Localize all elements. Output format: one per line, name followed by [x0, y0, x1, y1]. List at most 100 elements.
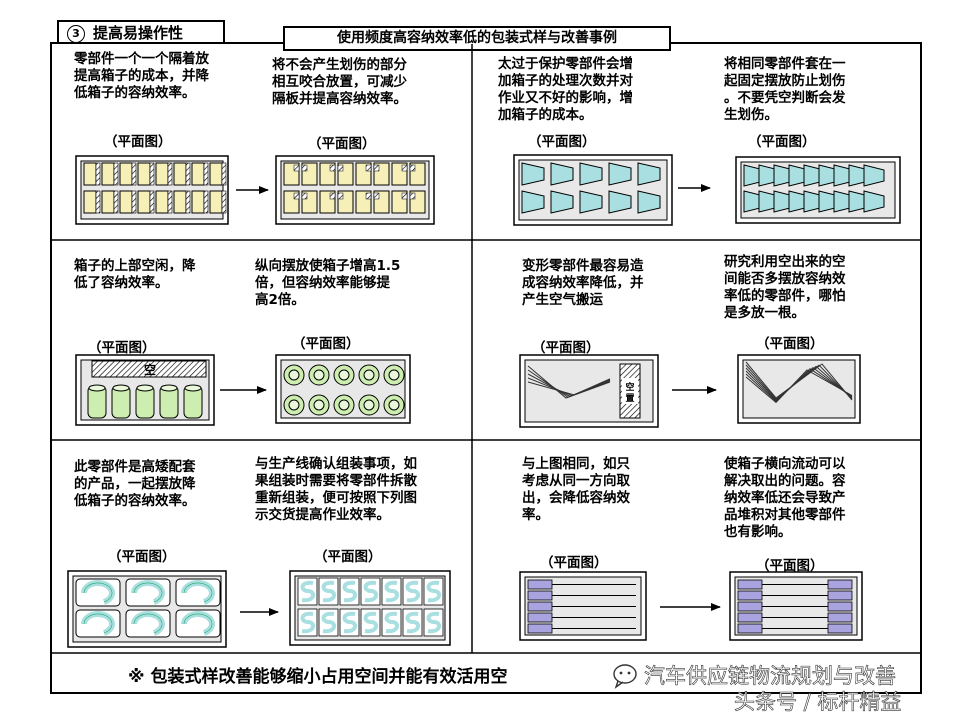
- bent-rod: [745, 369, 853, 404]
- trapezoid-part: [521, 190, 545, 214]
- divider-plate: [203, 162, 209, 186]
- ring-part-edge: [133, 613, 163, 634]
- divider-plate: [113, 190, 119, 214]
- s-part: [363, 611, 379, 634]
- part-head: [527, 579, 553, 590]
- part-cell: [119, 190, 133, 214]
- part-head: [527, 612, 553, 623]
- divider-plate: [95, 190, 101, 214]
- cylinder-core: [388, 369, 400, 381]
- scratch-zone: [373, 164, 380, 172]
- trapezoid-part: [521, 162, 545, 186]
- part-cell: [173, 190, 187, 214]
- part-cell: [83, 190, 97, 214]
- cylinder-core: [288, 399, 300, 411]
- scratch-zone: [329, 164, 336, 172]
- s-part: [321, 611, 337, 634]
- trapezoid-part: [637, 190, 661, 214]
- scratch-zone: [293, 164, 300, 172]
- cylinder-top: [160, 384, 178, 392]
- reference-mark-icon: ※: [128, 667, 145, 687]
- scratch-zone: [293, 192, 300, 200]
- divider-plate: [149, 162, 155, 186]
- trapezoid-part: [550, 162, 574, 186]
- part-head: [737, 601, 763, 612]
- cylinder-core: [363, 399, 375, 411]
- part-cell: [101, 190, 115, 214]
- part-cell: [173, 162, 187, 186]
- plan-label-9: （平面图）: [108, 549, 176, 565]
- cell-7-text: 变形零部件最容易造成容纳效率降低，并产生空气搬运: [522, 258, 644, 308]
- divider-plate: [185, 190, 191, 214]
- scratch-zone: [337, 192, 344, 200]
- watermark-line-1: 汽车供应链物流规划与改善: [644, 664, 897, 689]
- scratch-zone: [301, 192, 308, 200]
- cylinder-core: [313, 369, 325, 381]
- divider-plate: [167, 162, 173, 186]
- divider-plate: [131, 190, 137, 214]
- cell-5-text: 箱子的上部空闲，降低了容纳效率。: [74, 258, 196, 291]
- plan-label-12: （平面图）: [756, 558, 824, 574]
- chat-bubble-icon: [613, 664, 637, 689]
- divider-plate: [131, 162, 137, 186]
- cell-3-text: 太过于保护零部件会增加箱子的处理次数并对作业又不好的影响，增加箱子的成本。: [498, 56, 633, 123]
- section-title: 提高易操作性: [93, 24, 184, 42]
- trapezoid-part: [863, 164, 885, 187]
- ring-part-edge: [183, 613, 213, 634]
- ring-part-edge: [83, 613, 113, 634]
- trapezoid-part: [579, 190, 603, 214]
- ring-part-edge: [83, 582, 113, 603]
- plan-label-10: （平面图）: [314, 549, 382, 565]
- part-head: [827, 579, 853, 590]
- ring-part-edge: [133, 582, 163, 603]
- part-cell: [191, 190, 205, 214]
- part-cell: [101, 162, 115, 186]
- part-cell: [83, 162, 97, 186]
- scratch-zone: [409, 192, 416, 200]
- cell-11-text: 与上图相同，如只考虑从同一方向取出，会降低容纳效率。: [522, 456, 630, 523]
- cell-8-text: 研究利用空出来的空间能否多摆放容纳效率低的零部件，哪怕是多放一根。: [724, 254, 846, 321]
- trapezoid-part: [608, 162, 632, 186]
- cylinder-top: [184, 384, 202, 392]
- part-head: [827, 601, 853, 612]
- plan-label-5: （平面图）: [88, 340, 156, 356]
- part-cell: [155, 190, 169, 214]
- plan-label-4: （平面图）: [748, 134, 816, 150]
- cylinder-core: [388, 399, 400, 411]
- cell-2-text: 将不会产生划伤的部分相互咬合放置，可减少隔板并提高容纳效率。: [272, 57, 407, 107]
- cylinder-core: [338, 369, 350, 381]
- cylinder-core: [363, 369, 375, 381]
- s-part: [363, 580, 379, 603]
- trapezoid-part: [579, 162, 603, 186]
- part-head: [527, 601, 553, 612]
- trapezoid-part: [550, 190, 574, 214]
- cylinder-top: [112, 384, 130, 392]
- s-part: [300, 580, 316, 603]
- part-cell: [137, 190, 151, 214]
- s-part: [342, 611, 358, 634]
- trapezoid-part: [608, 190, 632, 214]
- part-cell: [119, 162, 133, 186]
- plan-label-2: （平面图）: [308, 136, 376, 152]
- divider-plate: [167, 190, 173, 214]
- divider-plate: [149, 190, 155, 214]
- part-cell: [209, 190, 223, 214]
- cylinder-core: [338, 399, 350, 411]
- cell-10-text: 与生产线确认组装事项，如果组装时需要将零部件拆散重新组装，便可按照下列图示交货提…: [255, 456, 417, 523]
- plan-label-11: （平面图）: [540, 555, 608, 571]
- scratch-zone: [373, 192, 380, 200]
- divider-plate: [221, 190, 227, 214]
- scratch-zone: [329, 192, 336, 200]
- divider-plate: [203, 190, 209, 214]
- plan-label-6: （平面图）: [292, 336, 360, 352]
- trapezoid-part: [637, 162, 661, 186]
- part-cell: [191, 162, 205, 186]
- footer-note: ※ 包装式样改善能够缩小占用空间并能有效活用空: [128, 662, 507, 687]
- empty-zone-label: 空: [625, 381, 634, 393]
- empty-zone-label-bg: [622, 378, 638, 404]
- part-head: [527, 623, 553, 634]
- part-head: [737, 623, 763, 634]
